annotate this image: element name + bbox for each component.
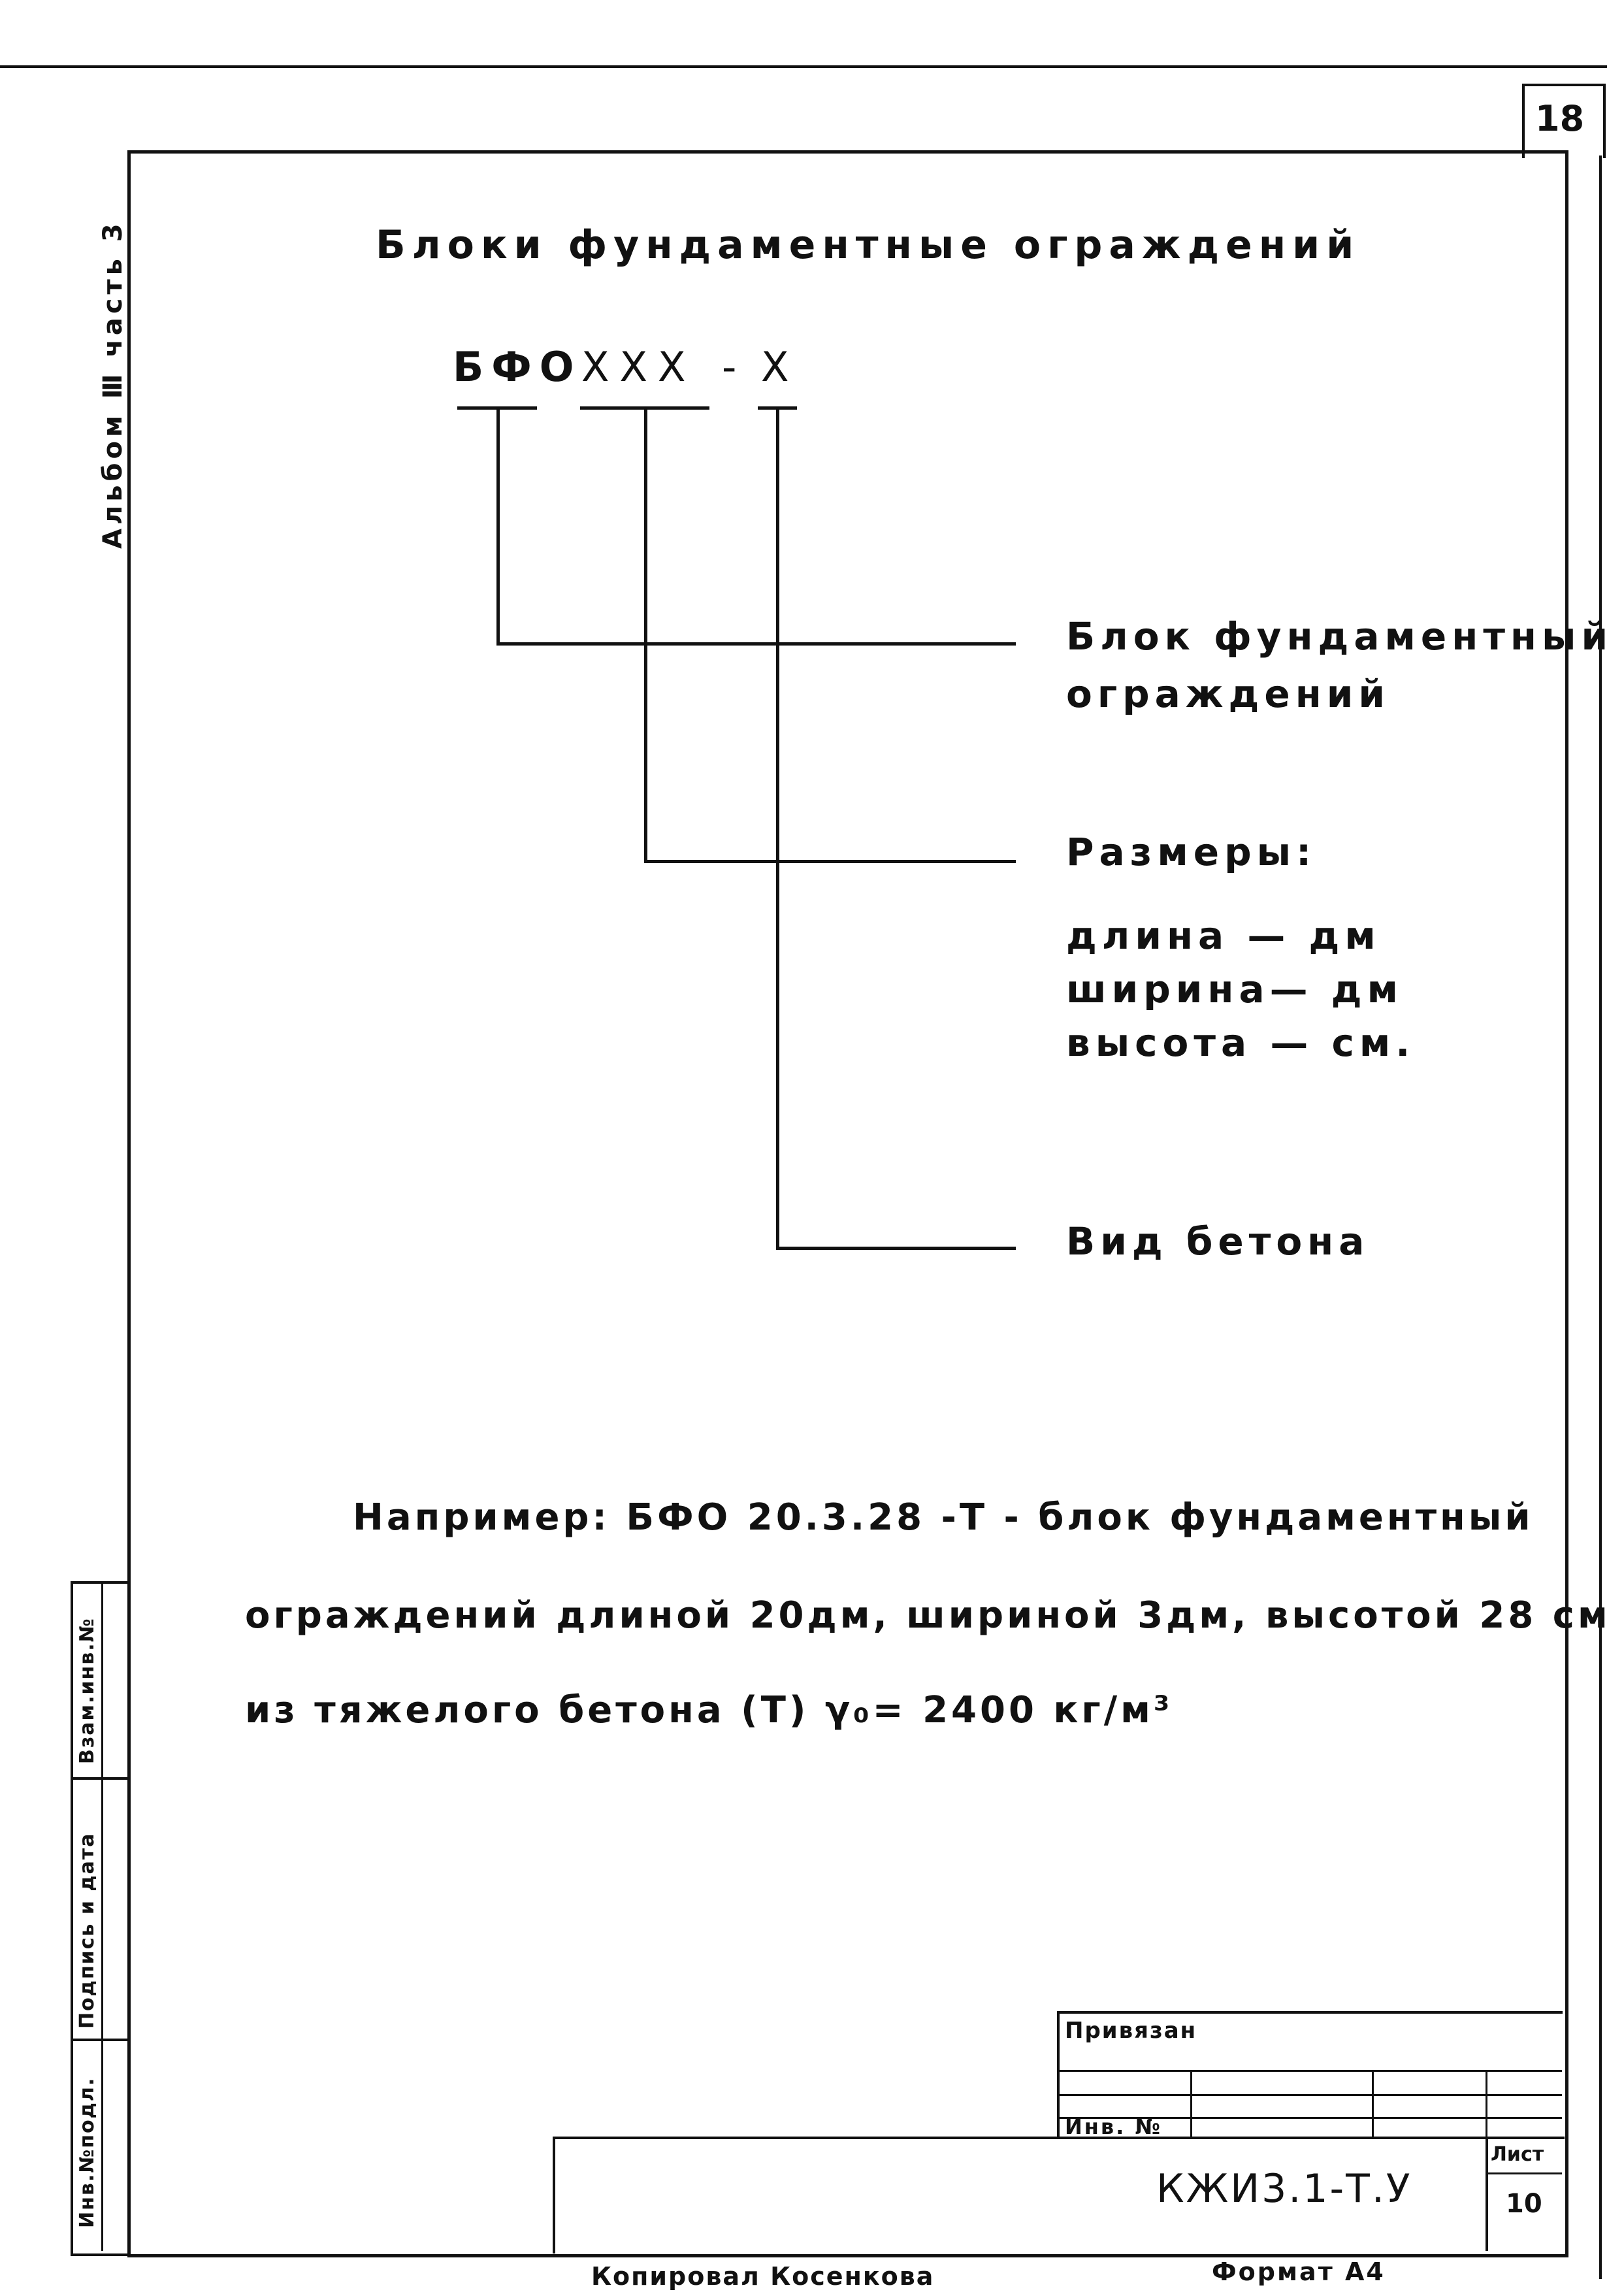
right-margin-line — [1599, 156, 1602, 2279]
copied-by: Копировал Косенкова — [591, 2262, 935, 2291]
legend-sizes-length: длина — дм — [1066, 913, 1381, 958]
leader-sizes-horizontal — [644, 860, 1016, 863]
designation-prefix: БФО — [453, 343, 582, 391]
legend-block-line-1: Блок фундаментный — [1066, 614, 1614, 659]
legend-concrete: Вид бетона — [1066, 1219, 1370, 1264]
leader-prefix-horizontal — [496, 642, 1016, 646]
tb-row-3 — [1057, 2117, 1562, 2119]
example-line-1: Например: БФО 20.3.28 -Т - блок фундамен… — [353, 1496, 1534, 1539]
legend-sizes-height: высота — см. — [1066, 1021, 1416, 1065]
leader-sizes-vertical — [644, 406, 647, 862]
label-inv-podl: Инв.№подл. — [76, 2076, 99, 2228]
page-title: Блоки фундаментные ограждений — [376, 222, 1361, 268]
side-stamp — [71, 1581, 129, 2256]
list-number: 10 — [1506, 2189, 1542, 2219]
label-vzam-inv: Взам.инв.№ — [76, 1617, 99, 1764]
leader-type-horizontal — [776, 1247, 1016, 1250]
side-stamp-row-2 — [71, 2039, 127, 2041]
tb-row-1 — [1057, 2070, 1562, 2072]
legend-sizes-width: ширина— дм — [1066, 967, 1404, 1011]
drawing-frame — [127, 150, 1568, 2257]
tb-col-1 — [1190, 2070, 1192, 2137]
leader-type-vertical — [776, 406, 779, 1249]
doc-code: КЖИ3.1-Т.У — [1156, 2166, 1412, 2212]
format-label: Формат А4 — [1212, 2257, 1386, 2286]
example-line-3: из тяжелого бетона (Т) γ₀= 2400 кг/м³ — [245, 1689, 1173, 1731]
inv-no-label: Инв. № — [1065, 2114, 1162, 2139]
album-label: Альбом Ⅲ часть 3 — [98, 220, 128, 549]
legend-sizes-title: Размеры: — [1066, 830, 1317, 874]
tb-row-2 — [1057, 2094, 1562, 2096]
side-stamp-row-1 — [71, 1777, 127, 1780]
example-line-2: ограждений длиной 20дм, шириной 3дм, выс… — [245, 1594, 1611, 1637]
page-number-box — [1522, 84, 1606, 158]
tb-col-2 — [1372, 2070, 1374, 2137]
designation-dash: - — [722, 343, 745, 391]
legend-block-line-2: ограждений — [1066, 672, 1391, 716]
designation-sizes: XXX — [581, 343, 696, 391]
title-block-main — [553, 2137, 1565, 2253]
side-stamp-divider — [101, 1581, 103, 2251]
list-label: Лист — [1491, 2143, 1544, 2166]
label-podpis-data: Подпись и дата — [76, 1832, 99, 2029]
title-block-upper — [1057, 2011, 1563, 2139]
page-number: 18 — [1535, 98, 1585, 139]
leader-prefix-vertical — [496, 406, 500, 645]
privyazan-label: Привязан — [1065, 2018, 1197, 2044]
designation-type: X — [761, 343, 797, 391]
top-edge-line — [0, 65, 1607, 68]
tb-list-row — [1486, 2172, 1562, 2174]
tb-col-3 — [1486, 2070, 1487, 2137]
tb-list-divider — [1486, 2137, 1488, 2251]
